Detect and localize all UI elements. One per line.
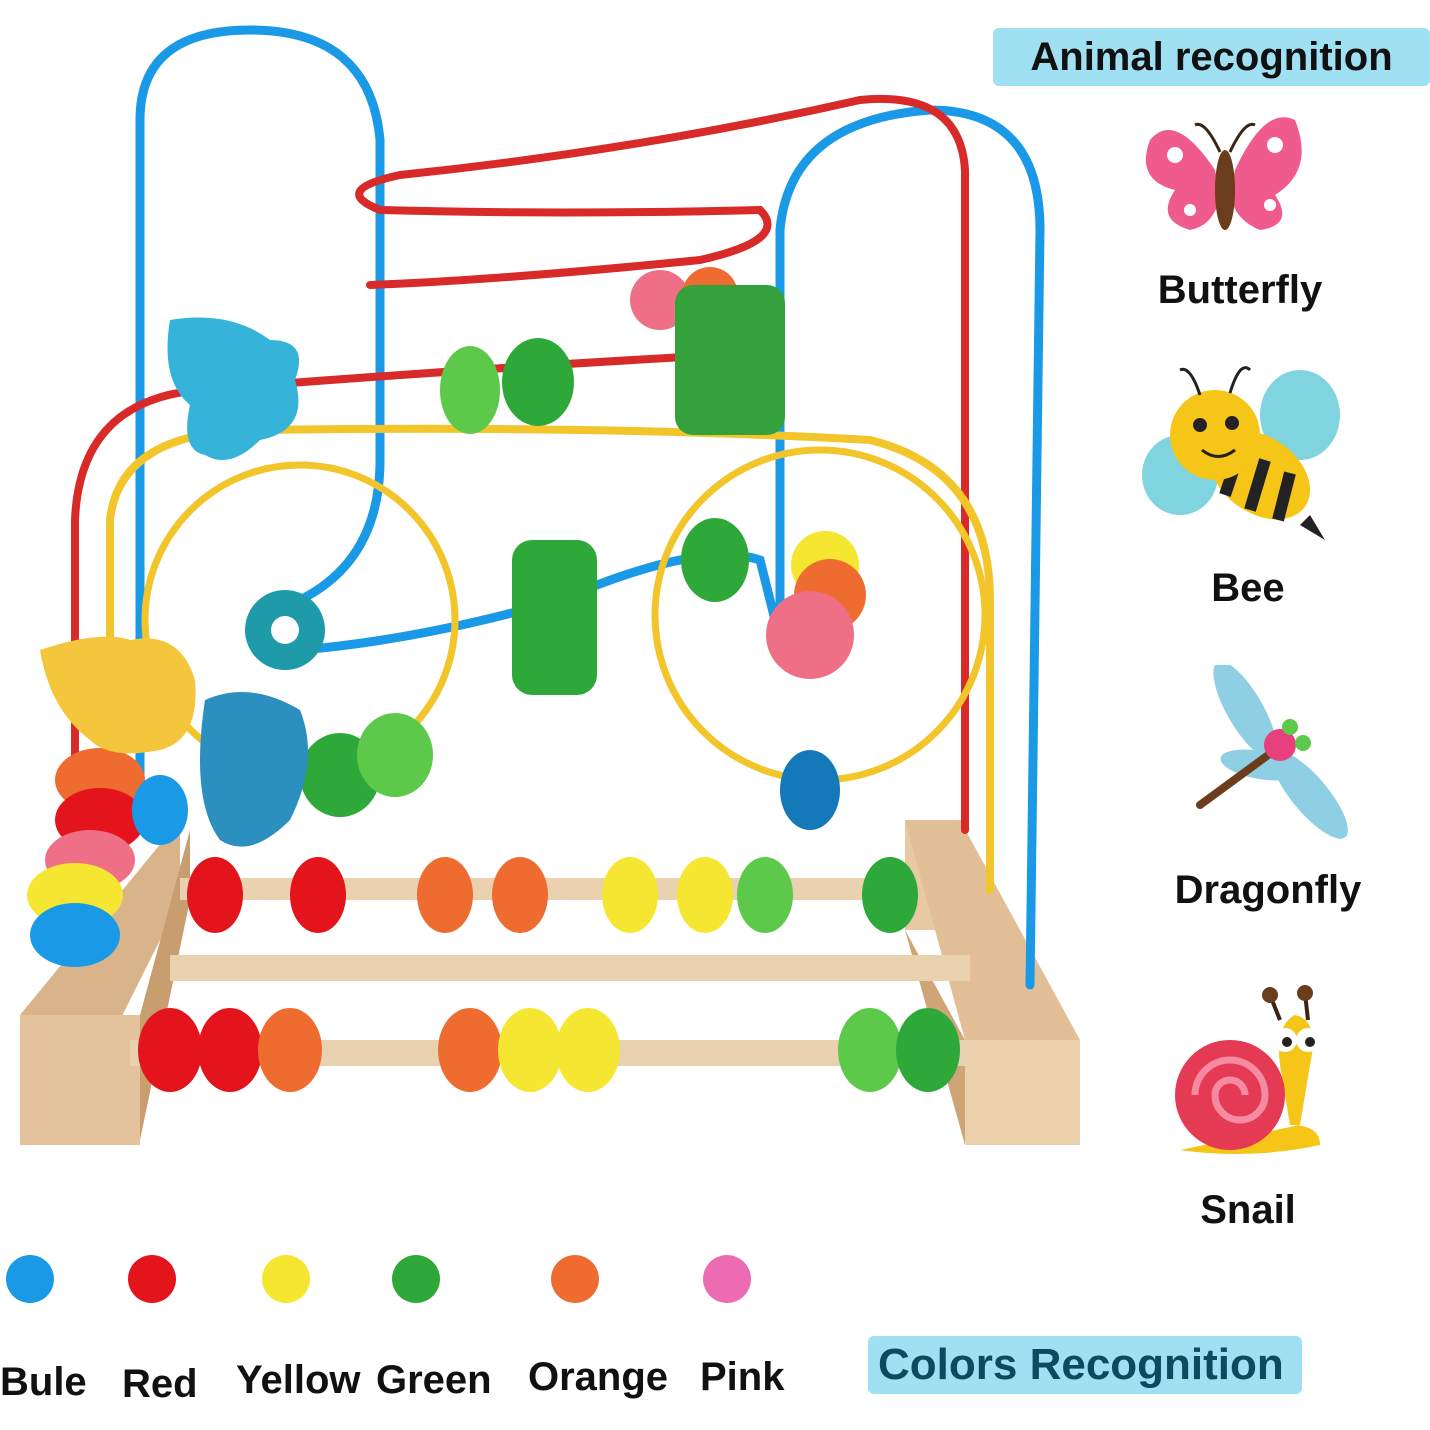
butterfly-icon [1145, 117, 1302, 230]
green-swatch [392, 1255, 440, 1303]
color-label-yellow: Yellow [236, 1358, 361, 1402]
orange-swatch [551, 1255, 599, 1303]
dragonfly-icon [1196, 665, 1348, 839]
color-label-red: Red [122, 1362, 198, 1406]
yellow-swatch [262, 1255, 310, 1303]
animal-label-snail: Snail [1200, 1188, 1296, 1232]
color-label-orange: Orange [528, 1355, 669, 1399]
pink-swatch [703, 1255, 751, 1303]
red-swatch [128, 1255, 176, 1303]
colors-recognition-title: Colors Recognition [878, 1340, 1284, 1389]
blue-swatch [6, 1255, 54, 1303]
abacus-beads [138, 857, 960, 1092]
animal-label-butterfly: Butterfly [1157, 268, 1323, 312]
animal-label-dragonfly: Dragonfly [1174, 868, 1362, 912]
animal-label-bee: Bee [1211, 566, 1285, 610]
colors-recognition-banner: Colors Recognition [868, 1336, 1302, 1394]
wooden-base [20, 820, 1080, 1145]
maze-wires [71, 25, 1045, 990]
color-label-green: Green [376, 1358, 492, 1402]
color-label-blue: Bule [0, 1360, 87, 1404]
animal-recognition-title: Animal recognition [1030, 34, 1393, 79]
wire-beads [27, 267, 866, 967]
color-label-pink: Pink [700, 1355, 785, 1399]
bee-icon [1142, 366, 1340, 540]
bead-maze-toy-image [20, 25, 1080, 1145]
animal-recognition-banner: Animal recognition [993, 28, 1430, 86]
snail-icon [1175, 985, 1320, 1154]
